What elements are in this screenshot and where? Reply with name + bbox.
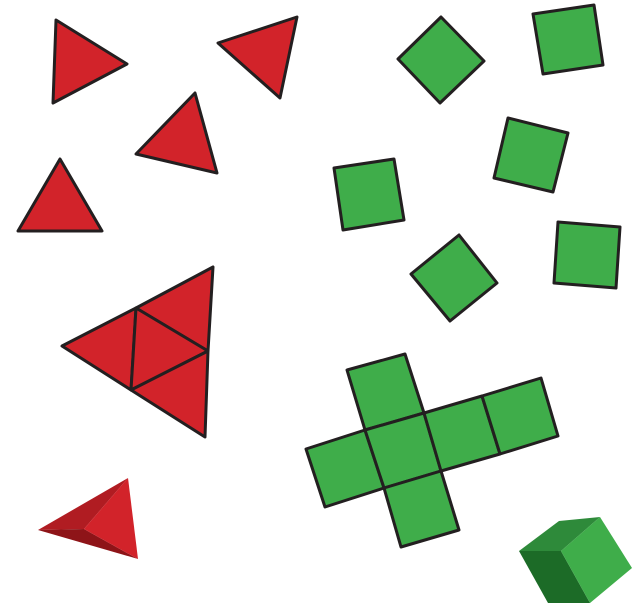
square-2 xyxy=(533,5,603,74)
square-5 xyxy=(554,222,620,288)
cube-solid xyxy=(519,517,632,603)
square-3 xyxy=(494,118,568,192)
square-4 xyxy=(334,159,404,230)
tetrahedron-solid xyxy=(38,478,138,559)
net-triangle-left xyxy=(62,308,136,390)
square-6 xyxy=(411,235,497,321)
loose-squares xyxy=(334,5,620,321)
square-1 xyxy=(398,17,484,103)
triangle-3 xyxy=(136,93,217,173)
cube-net xyxy=(306,354,558,547)
loose-triangles xyxy=(18,17,297,231)
triangle-2 xyxy=(218,17,297,98)
triangle-4 xyxy=(18,159,102,231)
triangle-1 xyxy=(53,20,127,103)
tetrahedron-net xyxy=(62,267,213,437)
